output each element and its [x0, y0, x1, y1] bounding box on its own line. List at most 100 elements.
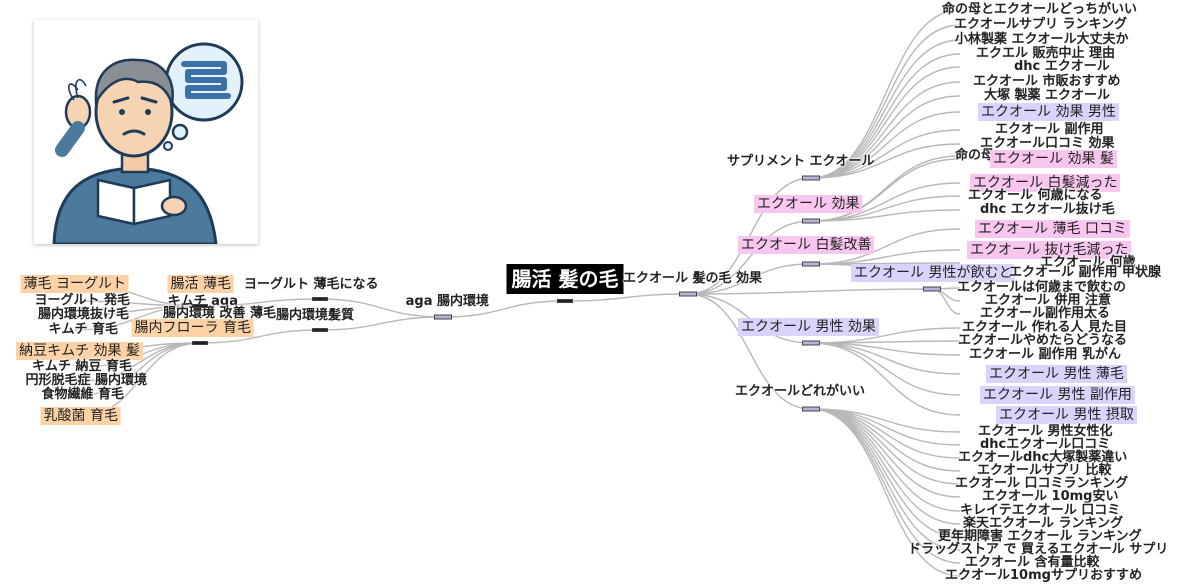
leaf-right-h4[interactable]: エクオール 口コミランキング: [955, 476, 1129, 491]
cat-drink-label[interactable]: エクオール 男性が飲むと: [851, 264, 1016, 282]
leaf-right-m1[interactable]: エクオールやめたらどうなる: [958, 333, 1128, 348]
inner-label-3[interactable]: 腸内フローラ 育毛: [131, 319, 254, 337]
leaf-right-e2[interactable]: エクオール 白髪減った: [970, 174, 1121, 192]
link-left-leaf-u3: [74, 305, 201, 331]
mid-lower-label[interactable]: 腸内環境髪質: [276, 308, 355, 323]
link-right-cat1: [687, 220, 812, 295]
leaf-left-0[interactable]: 薄毛 ヨーグルト: [20, 275, 129, 293]
leaf-right-s7[interactable]: エクオール 効果 男性: [978, 103, 1119, 121]
leaf-right-s8[interactable]: エクオール 副作用: [995, 122, 1104, 137]
leaf-right-s6[interactable]: 大塚 製薬 エクオール: [984, 88, 1111, 103]
cat-effect-label[interactable]: エクオール 効果: [754, 195, 863, 213]
leaf-left-2[interactable]: 腸内環境抜け毛: [37, 307, 129, 322]
leaf-right-s3[interactable]: エクエル 販売中止 理由: [976, 46, 1116, 61]
leaf-right-m2[interactable]: エクオール 副作用 乳がん: [969, 347, 1122, 362]
left-hub-node[interactable]: [434, 314, 452, 320]
leaf-right-h2[interactable]: エクオールdhc大塚製薬違い: [958, 450, 1128, 465]
inner-label-1[interactable]: キムチ aga: [167, 294, 238, 309]
link-left-mid-lower: [319, 316, 444, 331]
right-hub-label[interactable]: エクオール 髪の毛 効果: [623, 271, 763, 286]
link-h3: [810, 408, 961, 472]
book-icon: [96, 178, 188, 226]
leaf-right-w2[interactable]: エクオール 何歳: [1040, 255, 1136, 270]
leaf-right-s0[interactable]: 命の母とエクオールどっちがいい: [942, 2, 1138, 17]
right-hub-node[interactable]: [679, 291, 697, 297]
left-hub-label[interactable]: aga 腸内環境: [405, 294, 489, 309]
mid-lower-node[interactable]: [312, 328, 328, 332]
mid-upper-node[interactable]: [312, 297, 328, 301]
leaf-right-s9[interactable]: エクオール口コミ 効果: [980, 136, 1115, 151]
leaf-right-m5[interactable]: エクオール 男性 摂取: [996, 406, 1137, 424]
worried-man-icon: [52, 42, 244, 246]
link-left-mid-upper: [319, 298, 444, 318]
link-s1: [810, 24, 961, 179]
leaf-left-5[interactable]: キムチ 納豆 育毛: [31, 359, 132, 374]
leaf-right-s1[interactable]: エクオールサプリ ランキング: [954, 17, 1128, 32]
intestine-thought-icon: [163, 42, 244, 151]
leaf-left-7[interactable]: 食物繊維 育毛: [41, 387, 124, 402]
cat-men-node[interactable]: [802, 340, 820, 346]
leaf-right-h7[interactable]: 楽天エクオール ランキング: [963, 516, 1124, 531]
root-node[interactable]: [557, 299, 573, 303]
leaf-right-h5[interactable]: エクオール 10mg安い: [982, 489, 1119, 504]
leaf-left-1[interactable]: ヨーグルト 発毛: [34, 293, 130, 308]
cat-supplement-node[interactable]: [802, 175, 820, 181]
leaf-left-4[interactable]: 納豆キムチ 効果 髪: [16, 342, 143, 360]
cat-which-node[interactable]: [802, 406, 820, 412]
leaf-left-6[interactable]: 円形脱毛症 腸内環境: [25, 373, 147, 388]
leaf-right-h8[interactable]: 更年期障害 エクオール ランキング: [938, 529, 1142, 544]
leaf-right-h11[interactable]: エクオール10mgサプリおすすめ: [945, 568, 1142, 583]
cat-white-node[interactable]: [802, 261, 820, 267]
leaf-right-d2[interactable]: エクオール副作用太る: [980, 306, 1111, 321]
leaf-right-w0[interactable]: エクオール 薄毛 口コミ: [975, 220, 1130, 238]
link-d2: [931, 288, 961, 315]
leaf-right-m3[interactable]: エクオール 男性 薄毛: [986, 365, 1127, 383]
link-s9: [810, 143, 961, 179]
leaf-right-h10[interactable]: エクオール 含有量比較: [965, 555, 1100, 570]
link-h5: [810, 408, 961, 498]
leaf-right-s4[interactable]: dhc エクオール: [1014, 59, 1110, 74]
link-left-inner-lower: [199, 329, 321, 344]
cat-drink-node[interactable]: [923, 286, 941, 292]
leaf-right-h1[interactable]: dhcエクオール口コミ: [980, 437, 1111, 452]
leaf-right-h0[interactable]: エクオール 男性女性化: [978, 424, 1113, 439]
inner-node-lower[interactable]: [192, 341, 208, 345]
leaf-right-h3[interactable]: エクオールサプリ 比較: [977, 463, 1112, 478]
link-right-cat5: [687, 293, 812, 410]
leaf-right-m4[interactable]: エクオール 男性 副作用: [980, 386, 1135, 404]
link-right-cat3: [687, 288, 933, 295]
inner-label-2[interactable]: 腸内環境 改善 薄毛: [162, 306, 276, 321]
link-m5: [810, 342, 961, 416]
link-e1: [810, 158, 961, 222]
cat-effect-node[interactable]: [802, 218, 820, 224]
leaf-right-m0[interactable]: エクオール 作れる人 見た目: [962, 320, 1128, 335]
cat-men-label[interactable]: エクオール 男性 効果: [738, 318, 879, 336]
leaf-left-3[interactable]: キムチ 育毛: [48, 322, 118, 337]
inner-label-0[interactable]: 腸活 薄毛: [167, 275, 234, 293]
leaf-right-d1[interactable]: エクオール 併用 注意: [985, 293, 1112, 308]
leaf-right-s5[interactable]: エクオール 市販おすすめ: [973, 74, 1121, 89]
cat-white-label[interactable]: エクオール 白髪改善: [738, 236, 875, 254]
leaf-left-8[interactable]: 乳酸菌 育毛: [40, 407, 121, 425]
inner-node-upper[interactable]: [192, 304, 208, 308]
link-h8: [810, 408, 961, 538]
leaf-right-w1[interactable]: エクオール 抜け毛減った: [967, 241, 1132, 259]
link-root-left: [442, 300, 566, 318]
leaf-right-w3[interactable]: エクオール 副作用 甲状腺: [1009, 265, 1162, 280]
root-keyword[interactable]: 腸活 髪の毛: [506, 264, 624, 294]
leaf-right-e3[interactable]: エクオール 何歳になる: [968, 188, 1103, 203]
link-m4: [810, 342, 961, 396]
mid-upper-label[interactable]: ヨーグルト 薄毛になる: [244, 277, 379, 292]
cat-supplement-label[interactable]: サプリメント エクオール: [727, 154, 875, 169]
link-s0: [810, 9, 961, 179]
leaf-right-e0[interactable]: 命の母: [955, 148, 995, 163]
link-w0: [810, 228, 961, 265]
leaf-right-h9[interactable]: ドラッグストア で 買えるエクオール サプリ: [908, 542, 1169, 557]
leaf-right-e1[interactable]: エクオール 効果 髪: [990, 150, 1117, 168]
leaf-right-s2[interactable]: 小林製薬 エクオール大丈夫か: [955, 32, 1129, 47]
leaf-right-d0[interactable]: エクオールは何歳まで飲むの: [957, 280, 1127, 295]
leaf-right-e4[interactable]: dhc エクオール抜け毛: [980, 202, 1115, 217]
leaf-right-h6[interactable]: キレイテエクオール 口コミ: [960, 503, 1121, 518]
cat-which-label[interactable]: エクオールどれがいい: [735, 384, 866, 399]
